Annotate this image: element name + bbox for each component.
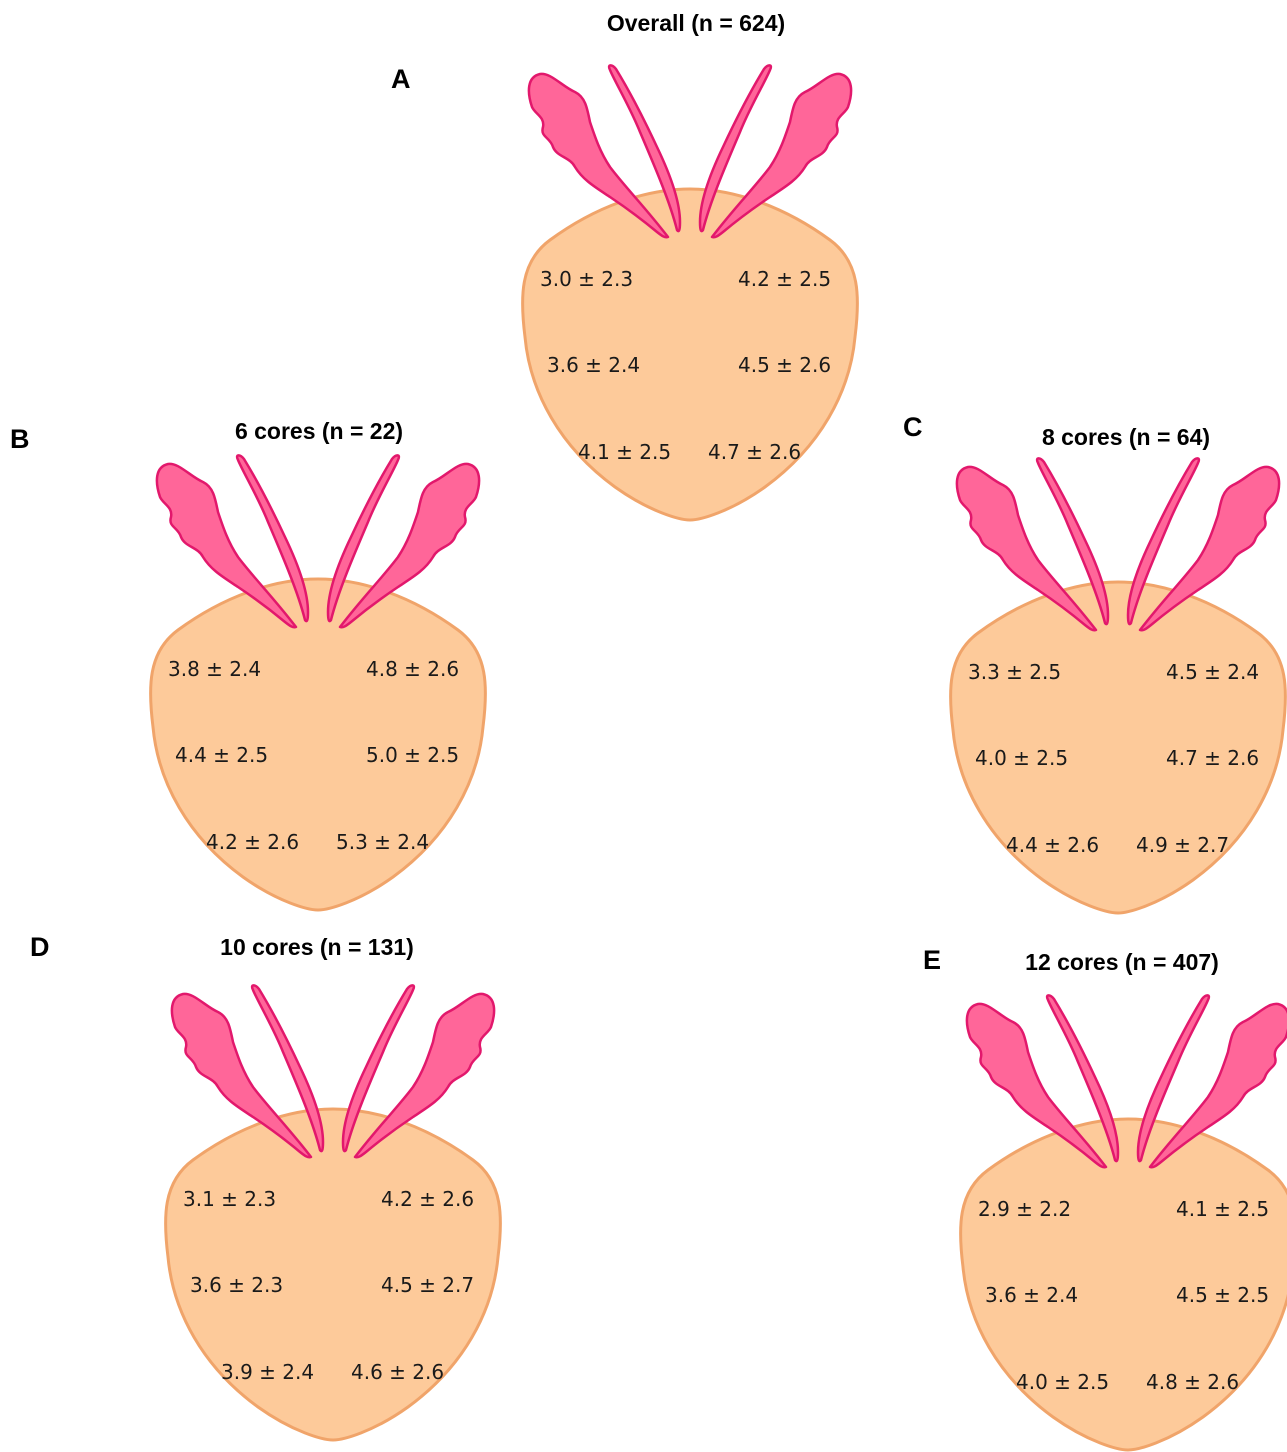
prostate-diagram: 3.8 ± 2.4 4.8 ± 2.6 4.4 ± 2.5 5.0 ± 2.5 4.2 … [143,452,503,912]
region-value-label: 4.5 ± 2.6 [738,353,831,377]
region-value-label: 3.3 ± 2.5 [968,660,1061,684]
panel-c-title: 8 cores (n = 64) [1042,424,1210,451]
panel-a-title: Overall (n = 624) [607,10,785,37]
panel-e-title: 12 cores (n = 407) [1025,949,1219,976]
region-value-label: 4.1 ± 2.5 [1176,1197,1269,1221]
panel-b-title: 6 cores (n = 22) [235,418,403,445]
region-value-label: 4.2 ± 2.5 [738,267,831,291]
prostate-diagram: 2.9 ± 2.2 4.1 ± 2.5 3.6 ± 2.4 4.5 ± 2.5 4.0 … [953,992,1287,1452]
region-value-label: 4.6 ± 2.6 [351,1360,444,1384]
region-value-label: 2.9 ± 2.2 [978,1197,1071,1221]
region-value-label: 3.6 ± 2.4 [547,353,640,377]
region-value-label: 4.8 ± 2.6 [366,657,459,681]
region-value-label: 4.0 ± 2.5 [975,746,1068,770]
panel-d-letter: D [30,932,50,963]
region-value-label: 4.9 ± 2.7 [1136,833,1229,857]
region-value-label: 5.3 ± 2.4 [336,830,429,854]
region-value-label: 3.0 ± 2.3 [540,267,633,291]
region-value-label: 3.6 ± 2.4 [985,1283,1078,1307]
region-value-label: 4.0 ± 2.5 [1016,1370,1109,1394]
region-value-label: 3.1 ± 2.3 [183,1187,276,1211]
region-value-label: 4.4 ± 2.5 [175,743,268,767]
prostate-diagram: 3.1 ± 2.3 4.2 ± 2.6 3.6 ± 2.3 4.5 ± 2.7 3.9 … [158,982,518,1442]
region-value-label: 4.5 ± 2.7 [381,1273,474,1297]
panel-d-title: 10 cores (n = 131) [220,934,414,961]
region-value-label: 3.9 ± 2.4 [221,1360,314,1384]
region-value-label: 3.6 ± 2.3 [190,1273,283,1297]
panel-c-letter: C [903,412,923,443]
region-value-label: 4.1 ± 2.5 [578,440,671,464]
region-value-label: 4.2 ± 2.6 [206,830,299,854]
region-value-label: 4.7 ± 2.6 [1166,746,1259,770]
prostate-diagram: 3.0 ± 2.3 4.2 ± 2.5 3.6 ± 2.4 4.5 ± 2.6 4.1 … [515,62,875,522]
region-value-label: 4.2 ± 2.6 [381,1187,474,1211]
region-value-label: 4.4 ± 2.6 [1006,833,1099,857]
region-value-label: 4.5 ± 2.4 [1166,660,1259,684]
region-value-label: 3.8 ± 2.4 [168,657,261,681]
region-value-label: 4.8 ± 2.6 [1146,1370,1239,1394]
panel-e-letter: E [923,945,941,976]
region-value-label: 4.7 ± 2.6 [708,440,801,464]
panel-b-letter: B [10,424,30,455]
prostate-diagram: 3.3 ± 2.5 4.5 ± 2.4 4.0 ± 2.5 4.7 ± 2.6 4.4 … [943,455,1287,915]
region-value-label: 5.0 ± 2.5 [366,743,459,767]
panel-a-letter: A [391,64,411,95]
region-value-label: 4.5 ± 2.5 [1176,1283,1269,1307]
